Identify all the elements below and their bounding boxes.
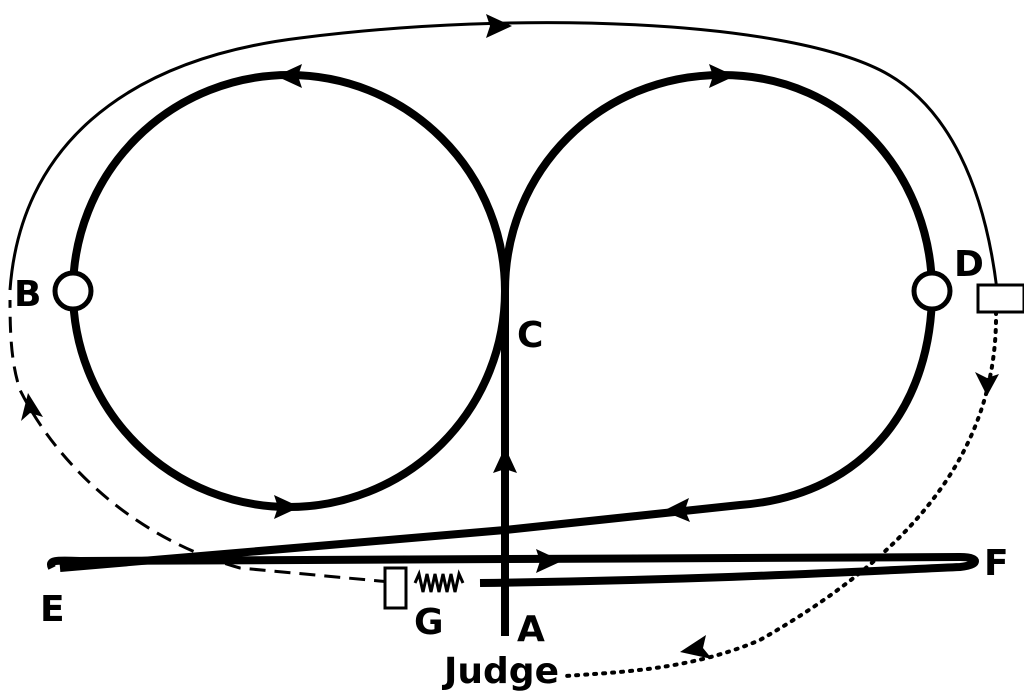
arrow-icon-right-dotted-lower xyxy=(680,635,712,659)
label-d: D xyxy=(954,244,984,285)
spring-icon xyxy=(413,569,465,593)
box-icon-g xyxy=(383,566,408,610)
left-loop xyxy=(69,71,509,511)
box-icon-d xyxy=(976,283,1024,314)
circle-marker-icon-d xyxy=(911,270,953,312)
arrow-icon-straight xyxy=(536,549,562,573)
label-judge: Judge xyxy=(441,651,559,691)
label-c: C xyxy=(517,315,543,356)
arrow-icon-right-dotted-upper xyxy=(975,372,999,396)
label-g: G xyxy=(414,602,444,643)
outer-return-path xyxy=(8,21,999,291)
arrow-icon-left-loop-top xyxy=(276,64,302,88)
arrow-icon-left-dashed xyxy=(21,393,43,421)
left-return-dashed xyxy=(8,299,391,584)
arrow-icon-diagonal xyxy=(663,498,690,522)
right-loop xyxy=(59,70,937,572)
straight-e-to-f xyxy=(47,552,979,587)
label-b: B xyxy=(14,274,41,315)
label-e: E xyxy=(40,589,65,630)
arrow-icon-vertical xyxy=(493,447,517,473)
arrow-icon-left-loop-bottom xyxy=(274,495,300,519)
arrow-icon-right-loop-top xyxy=(709,64,735,88)
circle-marker-icon-b xyxy=(52,270,94,312)
right-return-dotted xyxy=(563,310,999,678)
label-a: A xyxy=(517,609,545,650)
label-f: F xyxy=(984,543,1009,584)
arrow-icon-top-outer xyxy=(486,14,512,38)
